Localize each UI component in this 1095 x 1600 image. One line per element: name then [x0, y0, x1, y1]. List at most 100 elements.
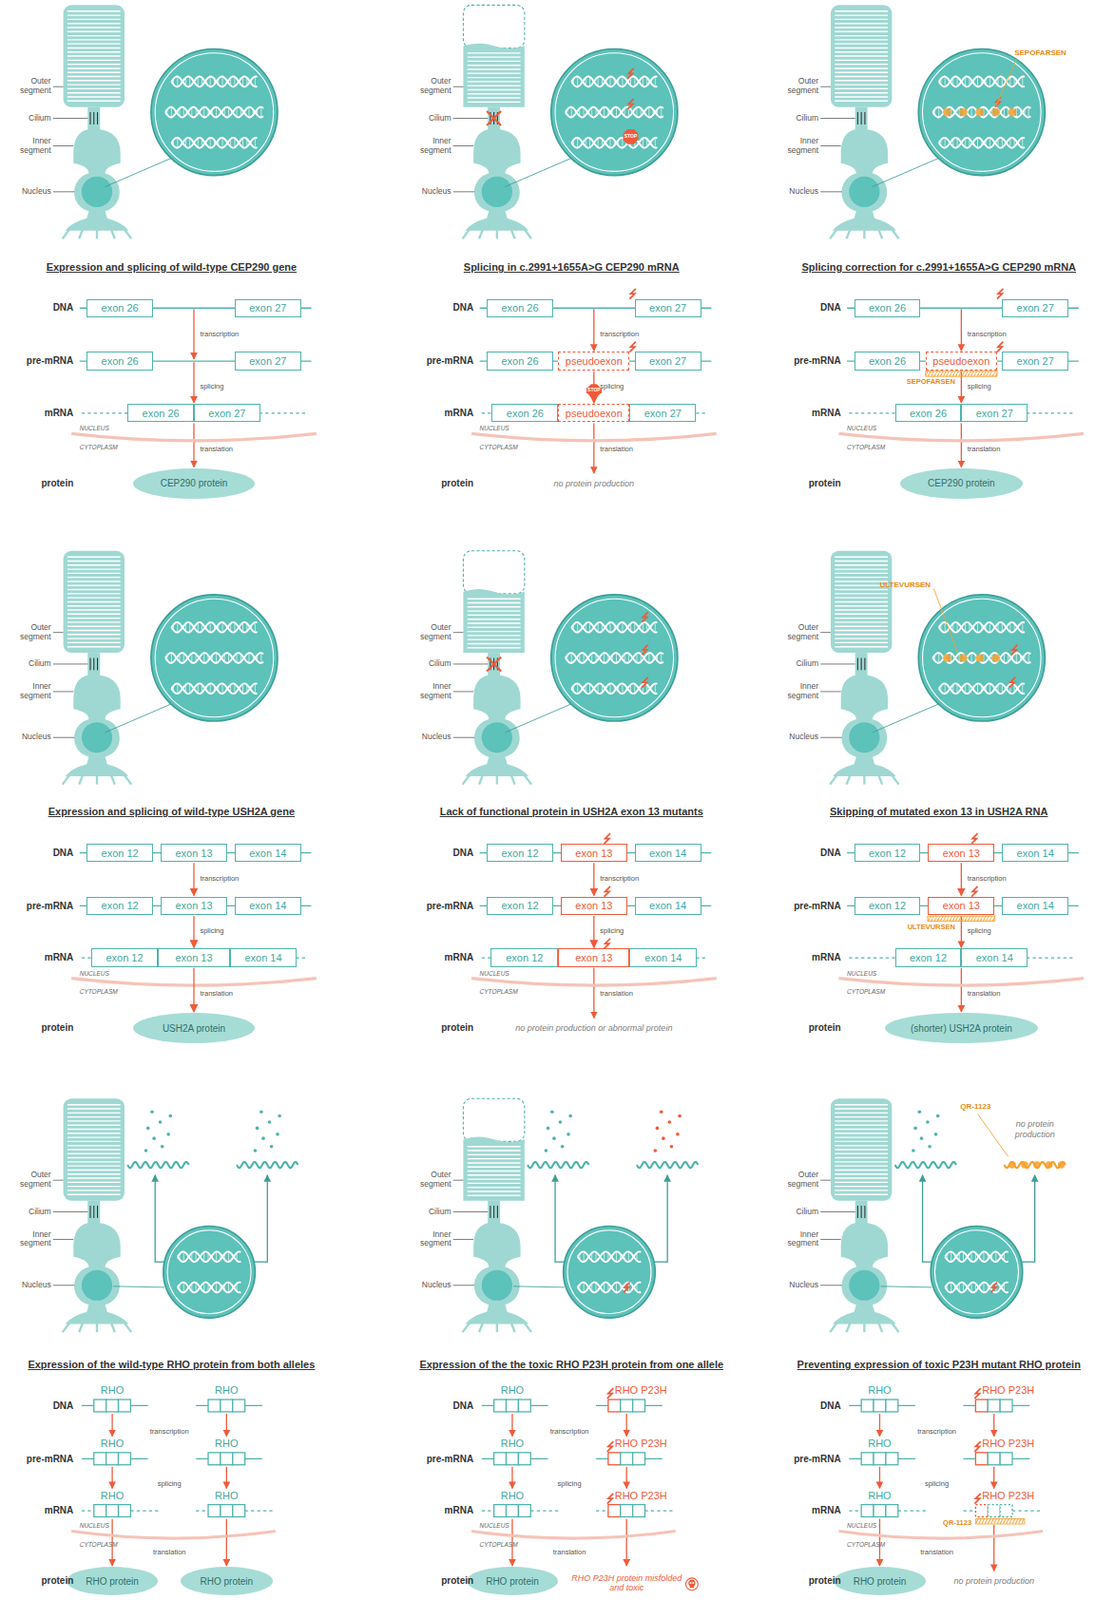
gene-exon [232, 1505, 246, 1518]
leader-line [453, 86, 464, 88]
text-label: translation [967, 445, 1001, 455]
nucleus [481, 722, 513, 753]
node-text: exon 12 [500, 900, 538, 912]
lost-outer-segment [462, 551, 524, 595]
synapse-root [496, 775, 499, 786]
synapse-root [878, 230, 883, 240]
node-text: exon 27 [1017, 302, 1055, 314]
leader-line [53, 86, 64, 88]
text-label: mRNA [44, 407, 75, 420]
protein-dot [560, 1145, 565, 1150]
text-label: CYTOPLASM [480, 443, 519, 451]
mutation-bolt [997, 342, 1003, 353]
exon-box: exon 12 [490, 948, 558, 967]
mutant-exon-box: exon 13 [560, 844, 628, 863]
disc-stripe [67, 22, 121, 24]
oligo-bubble [992, 108, 1001, 117]
disc-stripe [67, 1141, 121, 1143]
flow-diagram [471, 1388, 698, 1592]
leader-line [820, 1239, 841, 1241]
cell-body [465, 675, 530, 777]
text-label: Nucleus [788, 732, 819, 743]
exon-box: exon 14 [629, 948, 697, 967]
disc-stripe [834, 1161, 888, 1163]
gene-exon [232, 1400, 246, 1413]
protein-ellipse: CEP290 protein [133, 468, 256, 500]
strand-line [848, 1510, 862, 1512]
synapse-root [829, 775, 837, 786]
flow-arrow [879, 1467, 881, 1490]
helix-rung [571, 107, 573, 118]
gene-exon [975, 1453, 988, 1466]
helix-strand [577, 1283, 642, 1294]
gene-exon [620, 1400, 634, 1413]
text-label: RHO [214, 1384, 238, 1398]
gene-exon [608, 1400, 621, 1413]
synapse-root [891, 1323, 899, 1333]
protein-dot [166, 1133, 171, 1137]
protein-dot [661, 1136, 666, 1141]
helix-rung [615, 653, 617, 664]
protein-dot [653, 1149, 657, 1153]
text-label: Cilium [28, 659, 52, 670]
text-label: mRNA [44, 1505, 75, 1518]
disc-stripe [467, 89, 521, 91]
helix-rung [254, 137, 256, 149]
disc-stripe [834, 35, 888, 37]
disc-stripe [67, 92, 121, 94]
protein-dot [277, 1114, 282, 1119]
disc-stripe [67, 1136, 121, 1138]
flow-arrow [192, 916, 194, 948]
text-label: Inner segment [779, 1230, 819, 1250]
text-label: protein [441, 1575, 474, 1588]
flow-arrow [993, 1414, 995, 1438]
gene-exon [873, 1505, 886, 1518]
helix-rung [222, 76, 224, 88]
text-label: Inner segment [412, 682, 452, 702]
node-text: exon 14 [649, 900, 687, 912]
helix-strand [944, 1251, 1009, 1263]
disc-stripe [467, 638, 521, 640]
protein-dot [550, 1110, 555, 1115]
helix-rung [977, 622, 979, 634]
synapse-root [829, 230, 837, 240]
helix-strand [165, 653, 264, 664]
text-label: Nucleus [21, 732, 52, 743]
text-label: CYTOPLASM [846, 1541, 885, 1549]
cilium [87, 1201, 100, 1226]
helix-rung [648, 653, 650, 664]
flow-arrow [226, 1467, 228, 1490]
gene-exon [118, 1453, 132, 1466]
leader-line [872, 157, 940, 187]
text-label: NUCLEUS [846, 424, 877, 432]
helix-rung [228, 1283, 230, 1294]
leader-line [53, 1239, 74, 1241]
synapse-root [62, 775, 70, 786]
oligo-bubble [959, 108, 968, 117]
nucleus-border [839, 979, 1085, 987]
disc-stripe [467, 1178, 521, 1180]
mutation-bolt [607, 1494, 614, 1505]
flow-diagram [839, 1388, 1044, 1572]
text-label: transcription [967, 875, 1007, 884]
helix-strand [171, 622, 257, 634]
helix-rung [654, 622, 656, 634]
strand-line [81, 1510, 95, 1512]
flow-arrow [879, 1414, 881, 1438]
disc-stripe [67, 1149, 121, 1151]
helix-strand [944, 1283, 1009, 1294]
leader-line [881, 1287, 933, 1288]
text-label: mRNA [811, 407, 842, 420]
disc-stripe [834, 630, 888, 632]
flow-diagram [71, 853, 317, 987]
disc-stripe [67, 10, 121, 12]
skull-head [688, 1580, 695, 1588]
gene-exon [608, 1453, 621, 1466]
disc-stripe [67, 47, 121, 49]
synapse-root [124, 1323, 132, 1333]
flow-diagram [839, 833, 1085, 1013]
node-text: exon 26 [101, 302, 139, 314]
gene-exon [999, 1400, 1013, 1413]
zoom-ring [167, 1230, 251, 1315]
disc-stripe [67, 51, 121, 53]
